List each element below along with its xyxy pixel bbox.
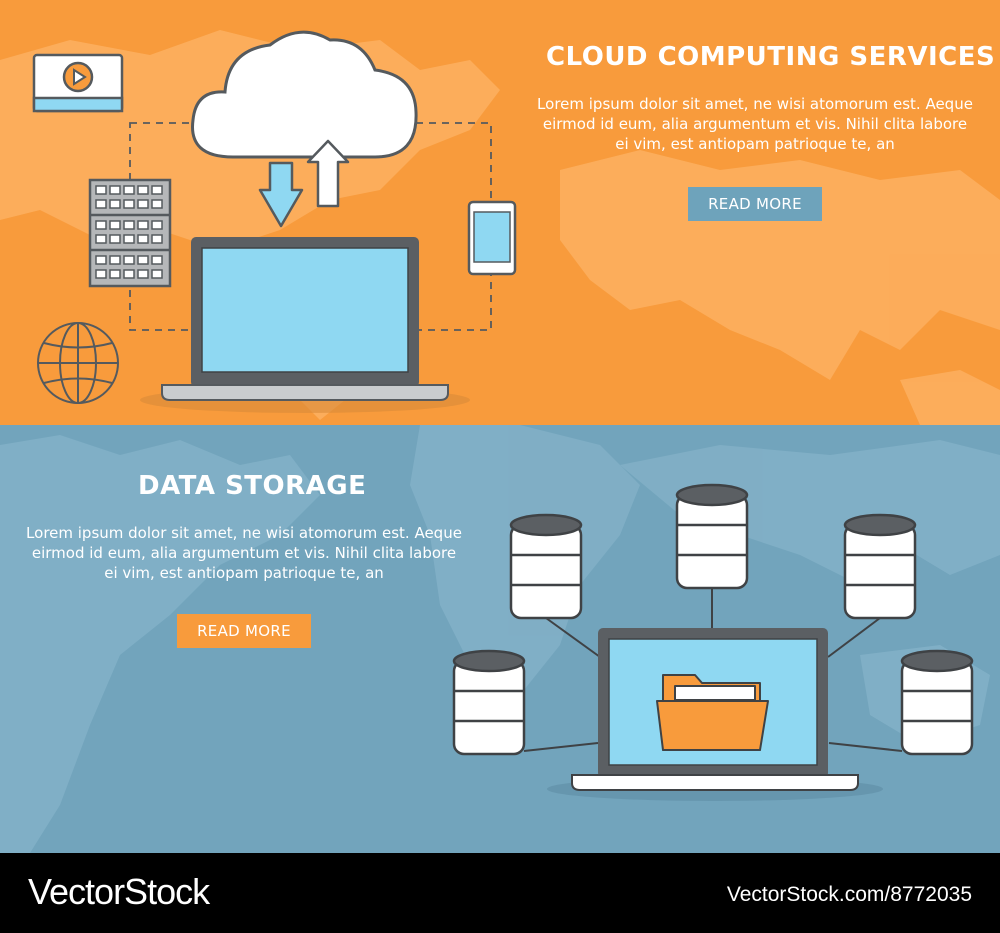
database-icon [900,649,974,756]
cloud-icon [191,30,418,159]
download-arrow-icon [258,161,304,228]
data-storage-banner: DATA STORAGE Lorem ipsum dolor sit amet,… [0,425,1000,853]
storage-banner-description: Lorem ipsum dolor sit amet, ne wisi atom… [26,524,462,582]
storage-connector-lines [523,588,903,752]
database-icon [509,513,583,620]
cloud-banner-title: CLOUD COMPUTING SERVICES [546,42,996,72]
footer-bar: VectorStock VectorStock.com/8772035 [0,853,1000,933]
cloud-banner-illustration [0,30,1000,425]
cloud-computing-banner: CLOUD COMPUTING SERVICES Lorem ipsum dol… [0,0,1000,425]
laptop-icon [140,237,470,413]
footer-image-id: VectorStock.com/8772035 [726,883,972,906]
storage-read-more-button[interactable]: READ MORE [177,614,311,648]
globe-icon [37,322,119,404]
upload-arrow-icon [306,139,350,208]
folder-icon [656,674,769,751]
database-icon [675,483,749,590]
server-rack-icon [88,178,172,288]
video-player-icon [32,53,124,113]
database-icon [452,649,526,756]
database-icon [843,513,917,620]
storage-banner-illustration [0,425,1000,853]
footer-logo: VectorStock [28,871,210,912]
storage-banner-title: DATA STORAGE [138,471,367,501]
smartphone-icon [467,200,517,276]
cloud-banner-description: Lorem ipsum dolor sit amet, ne wisi atom… [537,95,973,153]
cloud-read-more-button[interactable]: READ MORE [688,187,822,221]
